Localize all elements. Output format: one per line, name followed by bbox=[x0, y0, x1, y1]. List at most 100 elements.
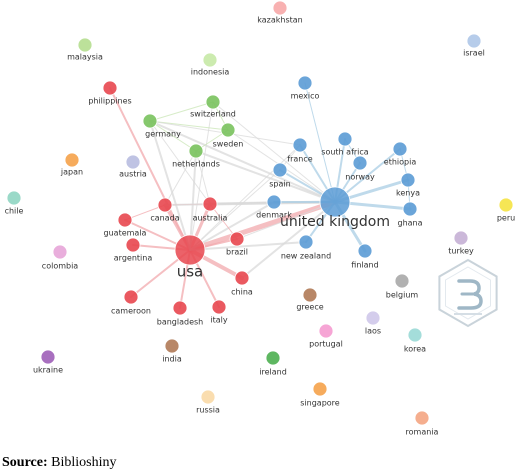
label-korea: korea bbox=[404, 345, 426, 354]
label-turkey: turkey bbox=[448, 247, 474, 256]
edge-usa-philippines bbox=[109, 87, 191, 251]
source-label: Source: bbox=[2, 455, 48, 470]
node-japan bbox=[64, 152, 80, 168]
edge-australia-germany bbox=[149, 120, 211, 205]
label-argentina: argentina bbox=[114, 254, 153, 263]
label-israel: israel bbox=[463, 49, 485, 58]
edge-usa-france bbox=[189, 144, 301, 251]
node-kenya bbox=[400, 172, 416, 188]
label-malaysia: malaysia bbox=[67, 53, 103, 62]
label-finland: finland bbox=[351, 261, 378, 270]
edge-germany-netherlands bbox=[149, 120, 197, 152]
edge-usa-germany bbox=[149, 120, 191, 251]
edge-usa-new-zealand bbox=[189, 241, 307, 251]
edge-canada-netherlands bbox=[164, 150, 197, 206]
node-colombia bbox=[52, 244, 68, 260]
label-sweden: sweden bbox=[213, 140, 244, 149]
edge-germany-sweden bbox=[149, 120, 229, 131]
node-india bbox=[164, 338, 180, 354]
label-portugal: portugal bbox=[309, 340, 343, 349]
source-text: Biblioshiny bbox=[51, 455, 117, 470]
node-ukraine bbox=[40, 349, 56, 365]
edge-germany-united-kingdom bbox=[149, 120, 336, 203]
node-chile bbox=[6, 190, 22, 206]
edge-australia-netherlands bbox=[195, 150, 211, 205]
label-south-africa: south africa bbox=[321, 148, 369, 157]
node-brazil bbox=[229, 231, 245, 247]
node-netherlands bbox=[188, 143, 204, 159]
label-netherlands: netherlands bbox=[172, 160, 220, 169]
label-ireland: ireland bbox=[259, 368, 287, 377]
label-philippines: philippines bbox=[88, 97, 131, 106]
label-china: china bbox=[231, 288, 253, 297]
source-caption: Source: Biblioshiny bbox=[2, 455, 116, 471]
node-singapore bbox=[312, 381, 328, 397]
node-france bbox=[292, 137, 308, 153]
label-singapore: singapore bbox=[300, 399, 340, 408]
node-new-zealand bbox=[298, 234, 314, 250]
node-kazakhstan bbox=[272, 0, 288, 16]
edge-netherlands-united-kingdom bbox=[195, 150, 336, 203]
label-cameroon: cameroon bbox=[111, 307, 151, 316]
label-canada: canada bbox=[150, 214, 179, 223]
label-kenya: kenya bbox=[396, 189, 420, 198]
node-australia bbox=[202, 196, 218, 212]
edge-usa-united-kingdom bbox=[187, 199, 338, 253]
label-peru: peru bbox=[497, 214, 515, 223]
node-ireland bbox=[265, 350, 281, 366]
node-switzerland bbox=[205, 94, 221, 110]
biblioshiny-logo bbox=[438, 258, 498, 328]
node-austria bbox=[125, 154, 141, 170]
label-france: france bbox=[287, 155, 312, 164]
node-norway bbox=[352, 155, 368, 171]
edge-usa-netherlands bbox=[189, 150, 197, 251]
edge-australia-denmark bbox=[209, 201, 275, 205]
node-germany bbox=[142, 113, 158, 129]
node-turkey bbox=[453, 230, 469, 246]
node-united-kingdom bbox=[319, 186, 351, 218]
edge-usa-switzerland bbox=[189, 101, 214, 251]
label-ethiopia: ethiopia bbox=[384, 158, 417, 167]
label-romania: romania bbox=[406, 428, 439, 437]
label-chile: chile bbox=[5, 207, 24, 216]
label-ghana: ghana bbox=[397, 219, 422, 228]
edge-switzerland-united-kingdom bbox=[212, 101, 336, 203]
label-germany: germany bbox=[145, 130, 181, 139]
label-indonesia: indonesia bbox=[191, 68, 230, 77]
node-philippines bbox=[102, 80, 118, 96]
nodes-layer bbox=[6, 0, 514, 426]
edge-germany-switzerland bbox=[149, 101, 214, 122]
node-guatemala bbox=[117, 212, 133, 228]
node-denmark bbox=[266, 194, 282, 210]
node-argentina bbox=[125, 237, 141, 253]
node-belgium bbox=[394, 273, 410, 289]
node-russia bbox=[200, 389, 216, 405]
node-ethiopia bbox=[392, 141, 408, 157]
label-india: india bbox=[162, 355, 182, 364]
node-bangladesh bbox=[172, 300, 188, 316]
node-indonesia bbox=[202, 52, 218, 68]
label-bangladesh: bangladesh bbox=[157, 318, 204, 327]
node-italy bbox=[211, 299, 227, 315]
label-colombia: colombia bbox=[42, 262, 79, 271]
edge-usa-spain bbox=[189, 169, 281, 251]
node-romania bbox=[414, 410, 430, 426]
node-finland bbox=[357, 243, 373, 259]
label-kazakhstan: kazakhstan bbox=[257, 16, 302, 25]
label-italy: italy bbox=[210, 316, 227, 325]
node-malaysia bbox=[77, 37, 93, 53]
edge-usa-denmark bbox=[189, 201, 275, 251]
node-sweden bbox=[220, 122, 236, 138]
node-china bbox=[234, 270, 250, 286]
label-usa: usa bbox=[177, 263, 204, 281]
node-south-africa bbox=[337, 131, 353, 147]
label-brazil: brazil bbox=[226, 248, 248, 257]
label-belgium: belgium bbox=[386, 291, 419, 300]
node-peru bbox=[498, 197, 514, 213]
node-canada bbox=[157, 197, 173, 213]
label-australia: australia bbox=[193, 214, 228, 223]
label-spain: spain bbox=[269, 180, 290, 189]
label-japan: japan bbox=[60, 168, 83, 177]
node-mexico bbox=[297, 75, 313, 91]
